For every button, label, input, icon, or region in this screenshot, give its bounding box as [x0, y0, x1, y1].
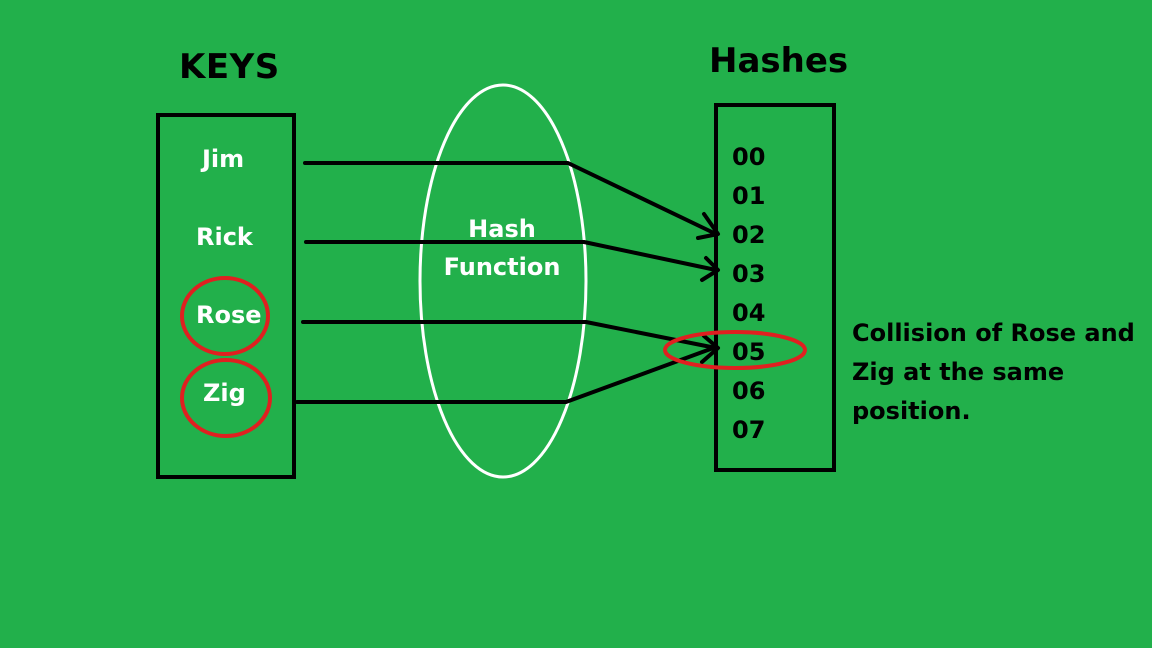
arrow-zig-to-05 — [295, 345, 718, 404]
hash-07: 07 — [732, 416, 766, 444]
hash-04: 04 — [732, 299, 766, 327]
hash-function-label: Hash Function — [430, 210, 574, 287]
arrowhead-05 — [700, 334, 720, 364]
hash-01: 01 — [732, 182, 766, 210]
arrow-rick-to-03 — [304, 240, 718, 272]
hashes-title: Hashes — [709, 41, 849, 81]
key-rose: Rose — [196, 301, 262, 329]
keys-title: KEYS — [179, 47, 280, 87]
hash-function-line1: Hash — [468, 215, 536, 243]
arrowhead-02 — [696, 212, 720, 240]
collision-note: Collision of Rose and Zig at the same po… — [852, 319, 1135, 425]
key-zig: Zig — [203, 379, 246, 407]
hash-05: 05 — [732, 338, 766, 366]
hash-05-highlight — [663, 330, 807, 370]
hash-00: 00 — [732, 143, 766, 171]
key-jim: Jim — [202, 145, 245, 173]
keys-box — [156, 113, 296, 479]
hash-06: 06 — [732, 377, 766, 405]
hashes-box — [714, 103, 836, 472]
hash-function-ellipse — [418, 83, 588, 479]
hash-function-line2: Function — [443, 253, 561, 282]
hash-02: 02 — [732, 221, 766, 249]
collision-highlights — [180, 276, 807, 438]
mapping-arrows — [295, 161, 720, 404]
arrow-jim-to-02 — [303, 161, 718, 236]
hash-03: 03 — [732, 260, 766, 288]
arrowhead-03 — [700, 256, 720, 282]
rose-highlight-circle — [180, 276, 270, 356]
zig-highlight-circle — [180, 358, 272, 438]
key-rick: Rick — [196, 223, 253, 251]
arrow-rose-to-05 — [301, 320, 718, 350]
